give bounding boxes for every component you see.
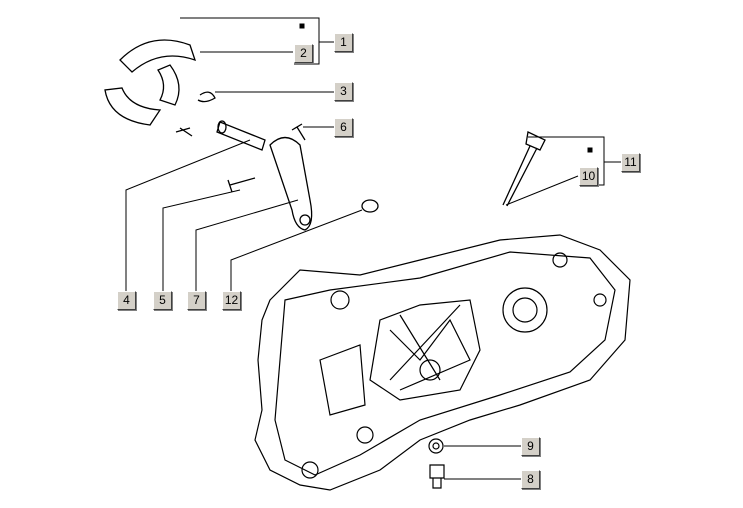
callout-12[interactable]: 12 [222,291,241,310]
callout-10[interactable]: 10 [579,167,598,186]
brake-cam-lever-drawing [216,120,379,231]
callout-8[interactable]: 8 [521,470,540,489]
callout-11[interactable]: 11 [621,153,640,172]
callout-2[interactable]: 2 [294,44,313,63]
callout-7[interactable]: 7 [187,291,206,310]
crankcase-drawing [254,234,631,491]
brake-shoes-drawing [104,39,216,137]
callout-6[interactable]: 6 [334,118,353,137]
callout-5[interactable]: 5 [153,291,172,310]
dipstick-drawing [502,131,546,207]
callout-9[interactable]: 9 [521,437,540,456]
callout-4[interactable]: 4 [117,291,136,310]
leader-lines [125,17,621,480]
callout-1[interactable]: 1 [334,33,353,52]
callout-3[interactable]: 3 [334,82,353,101]
